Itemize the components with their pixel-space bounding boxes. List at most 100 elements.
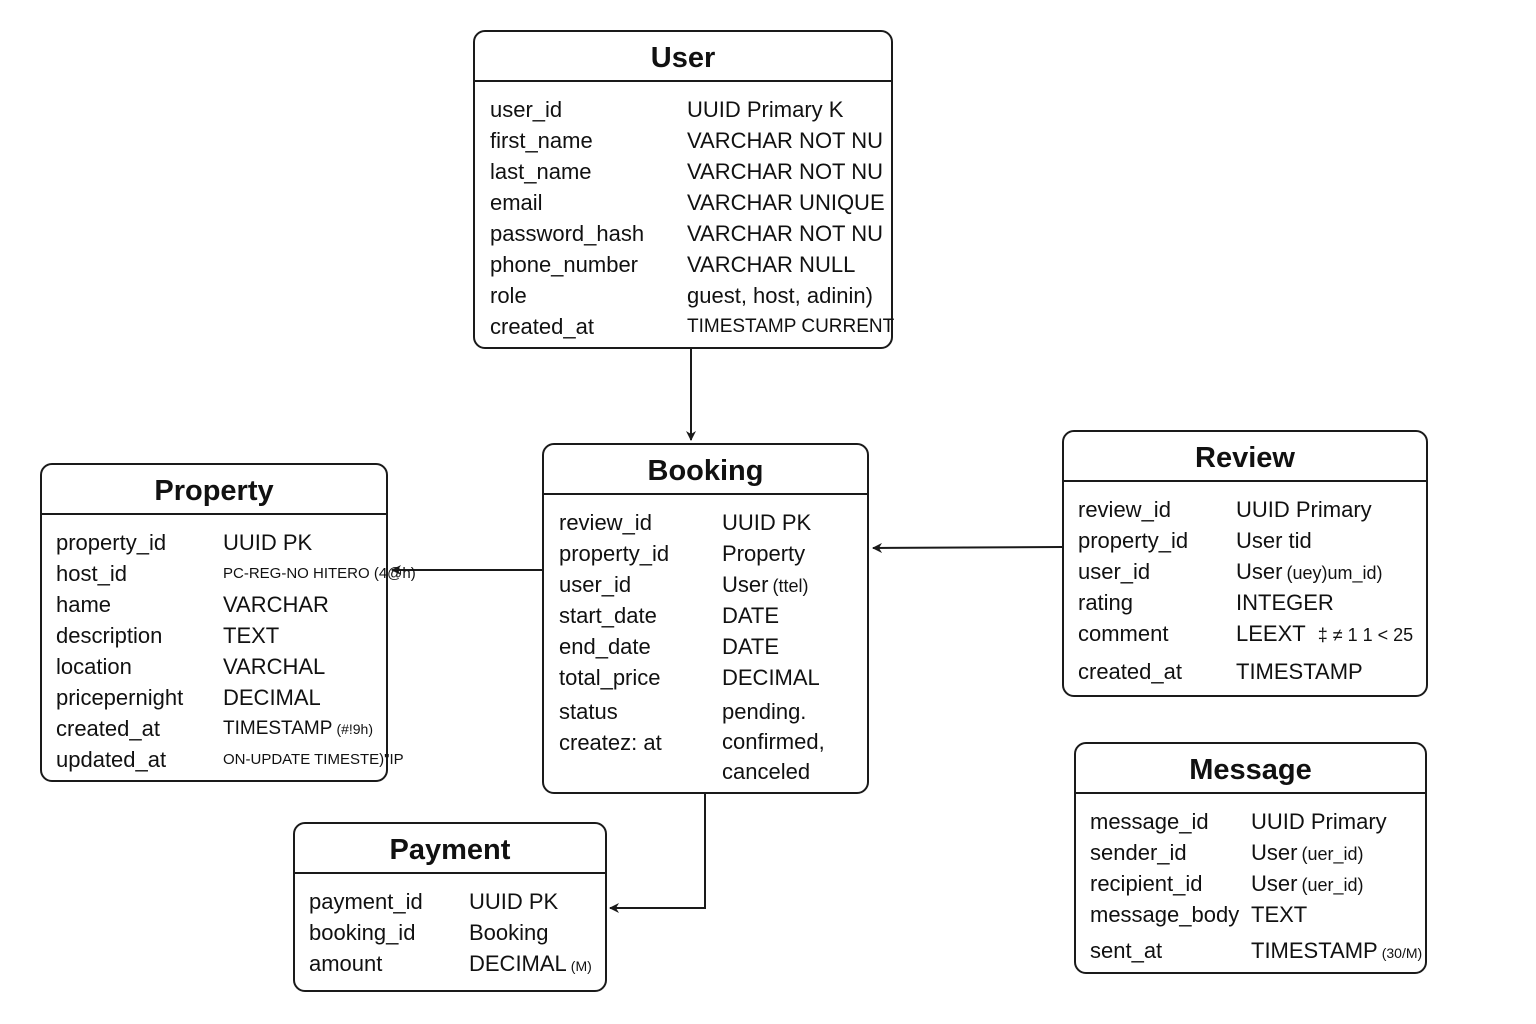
field-type-note: (uer_id) — [1301, 844, 1364, 864]
field-row: review_id UUID PK — [544, 507, 867, 538]
field-type: TIMESTAMP(30/M) — [1251, 935, 1422, 969]
field-type: TIMESTAMP(#!9h) — [223, 713, 373, 745]
field-type-line: canceled — [722, 759, 811, 784]
field-name: property_id — [56, 530, 167, 555]
field-type: VARCHAR NOT NU — [687, 128, 883, 153]
field-row: hame VARCHAR — [42, 589, 386, 620]
field-row: amount DECIMAL(M) — [295, 948, 605, 979]
field-type: VARCHAR NULL — [687, 252, 856, 277]
entity-fields: review_id UUID Primary property_id User … — [1064, 482, 1426, 687]
field-type: Property — [722, 541, 806, 566]
field-name: start_date — [559, 603, 657, 628]
field-type: TEXT — [1251, 902, 1308, 927]
field-row: booking_id Booking — [295, 917, 605, 948]
field-row: property_id UUID PK — [42, 527, 386, 558]
field-type-value: TIMESTAMP — [1251, 938, 1378, 963]
field-name: updated_at — [56, 747, 167, 772]
field-type: DATE — [722, 634, 780, 659]
field-name: total_price — [559, 665, 661, 690]
field-row: description TEXT — [42, 620, 386, 651]
entity-user[interactable]: User user_id UUID Primary K first_name V… — [473, 30, 895, 349]
entity-fields: payment_id UUID PK booking_id Booking am… — [295, 874, 605, 979]
field-name: phone_number — [490, 252, 639, 277]
field-type-note: (uey)um_id) — [1286, 563, 1383, 583]
field-row: created_at TIMESTAMP — [1064, 656, 1426, 687]
field-type-value: LEEXT — [1236, 621, 1306, 646]
field-type: User tid — [1236, 528, 1312, 553]
field-name: pricepernight — [56, 685, 184, 710]
field-row: comment LEEXT ‡ ≠ 1 1 < 25 — [1064, 618, 1426, 649]
field-type-note: (ttel) — [772, 576, 809, 596]
field-type-note: ‡ ≠ 1 1 < 25 — [1317, 625, 1414, 645]
field-row: created_at TIMESTAMP(#!9h) — [42, 713, 386, 744]
field-name: email — [490, 190, 543, 215]
field-type: VARCHAL — [223, 654, 326, 679]
connector-booking-to-payment — [609, 794, 706, 913]
field-type: User(uey)um_id) — [1236, 556, 1382, 589]
field-row: property_id User tid — [1064, 525, 1426, 556]
entity-title: Message — [1076, 744, 1425, 794]
field-name: user_id — [1078, 559, 1151, 584]
field-type: INTEGER — [1236, 590, 1334, 615]
field-type-note: (30/M) — [1381, 945, 1423, 961]
field-type: TIMESTAMP CURRENT — [687, 316, 895, 337]
field-type: confirmed, canceled — [722, 727, 825, 787]
entity-fields: user_id UUID Primary K first_name VARCHA… — [475, 82, 895, 342]
field-type-note: (M) — [570, 958, 592, 974]
field-name: message_body — [1090, 902, 1240, 927]
field-type: LEEXT ‡ ≠ 1 1 < 25 — [1236, 618, 1413, 651]
field-name: comment — [1078, 621, 1169, 646]
entity-property[interactable]: Property property_id UUID PK host_id PC-… — [40, 463, 416, 782]
field-type-line: confirmed, — [722, 729, 825, 754]
field-row: message_body TEXT — [1076, 899, 1425, 930]
field-type: guest, host, adinin) — [687, 283, 873, 308]
field-name: sent_at — [1090, 938, 1163, 963]
field-type-value: User — [722, 572, 769, 597]
field-type-value: User — [1251, 871, 1298, 896]
field-name: host_id — [56, 561, 127, 586]
entity-title: Booking — [544, 445, 867, 495]
field-name: status — [559, 699, 618, 724]
field-type: VARCHAR UNIQUE — [687, 190, 885, 215]
field-row: user_id User(ttel) — [544, 569, 867, 600]
field-row: start_date DATE — [544, 600, 867, 631]
field-type: UUID PK — [469, 889, 559, 914]
field-name: last_name — [490, 159, 592, 184]
field-row: phone_number VARCHAR NULL — [475, 249, 891, 280]
field-name: location — [56, 654, 132, 679]
field-name: created_at — [56, 716, 160, 741]
field-name: booking_id — [309, 920, 416, 945]
entity-payment[interactable]: Payment payment_id UUID PK booking_id Bo… — [293, 822, 607, 992]
field-type: PC-REG-NO HITERO (4@h) — [223, 565, 416, 582]
field-row: sent_at TIMESTAMP(30/M) — [1076, 935, 1425, 966]
field-name: rating — [1078, 590, 1134, 615]
field-row: property_id Property — [544, 538, 867, 569]
field-name: review_id — [559, 510, 652, 535]
entity-fields: review_id UUID PK property_id Property u… — [544, 495, 867, 789]
field-type: VARCHAR NOT NU — [687, 159, 883, 184]
field-row: payment_id UUID PK — [295, 886, 605, 917]
field-type: pending. — [722, 699, 807, 724]
field-type: VARCHAR NOT NU — [687, 221, 883, 246]
field-type: Booking — [469, 920, 549, 945]
field-type: DATE — [722, 603, 780, 628]
entity-review[interactable]: Review review_id UUID Primary property_i… — [1062, 430, 1428, 697]
field-type-value: User — [1236, 559, 1283, 584]
field-row: host_id PC-REG-NO HITERO (4@h) — [42, 558, 416, 589]
field-type: User(ttel) — [722, 569, 808, 602]
field-type-value: TIMESTAMP — [223, 718, 333, 739]
field-name: end_date — [559, 634, 651, 659]
entity-fields: property_id UUID PK host_id PC-REG-NO HI… — [42, 515, 416, 775]
field-name: property_id — [559, 541, 670, 566]
field-name: sender_id — [1090, 840, 1187, 865]
field-type: DECIMAL — [223, 685, 321, 710]
field-name: hame — [56, 592, 112, 617]
entity-message[interactable]: Message message_id UUID Primary sender_i… — [1074, 742, 1427, 974]
field-name: createz: at — [559, 730, 662, 755]
field-name: role — [490, 283, 527, 308]
entity-booking[interactable]: Booking review_id UUID PK property_id Pr… — [542, 443, 869, 794]
field-row: email VARCHAR UNIQUE — [475, 187, 891, 218]
field-row: last_name VARCHAR NOT NU — [475, 156, 891, 187]
field-row: first_name VARCHAR NOT NU — [475, 125, 891, 156]
entity-title: User — [475, 32, 891, 82]
